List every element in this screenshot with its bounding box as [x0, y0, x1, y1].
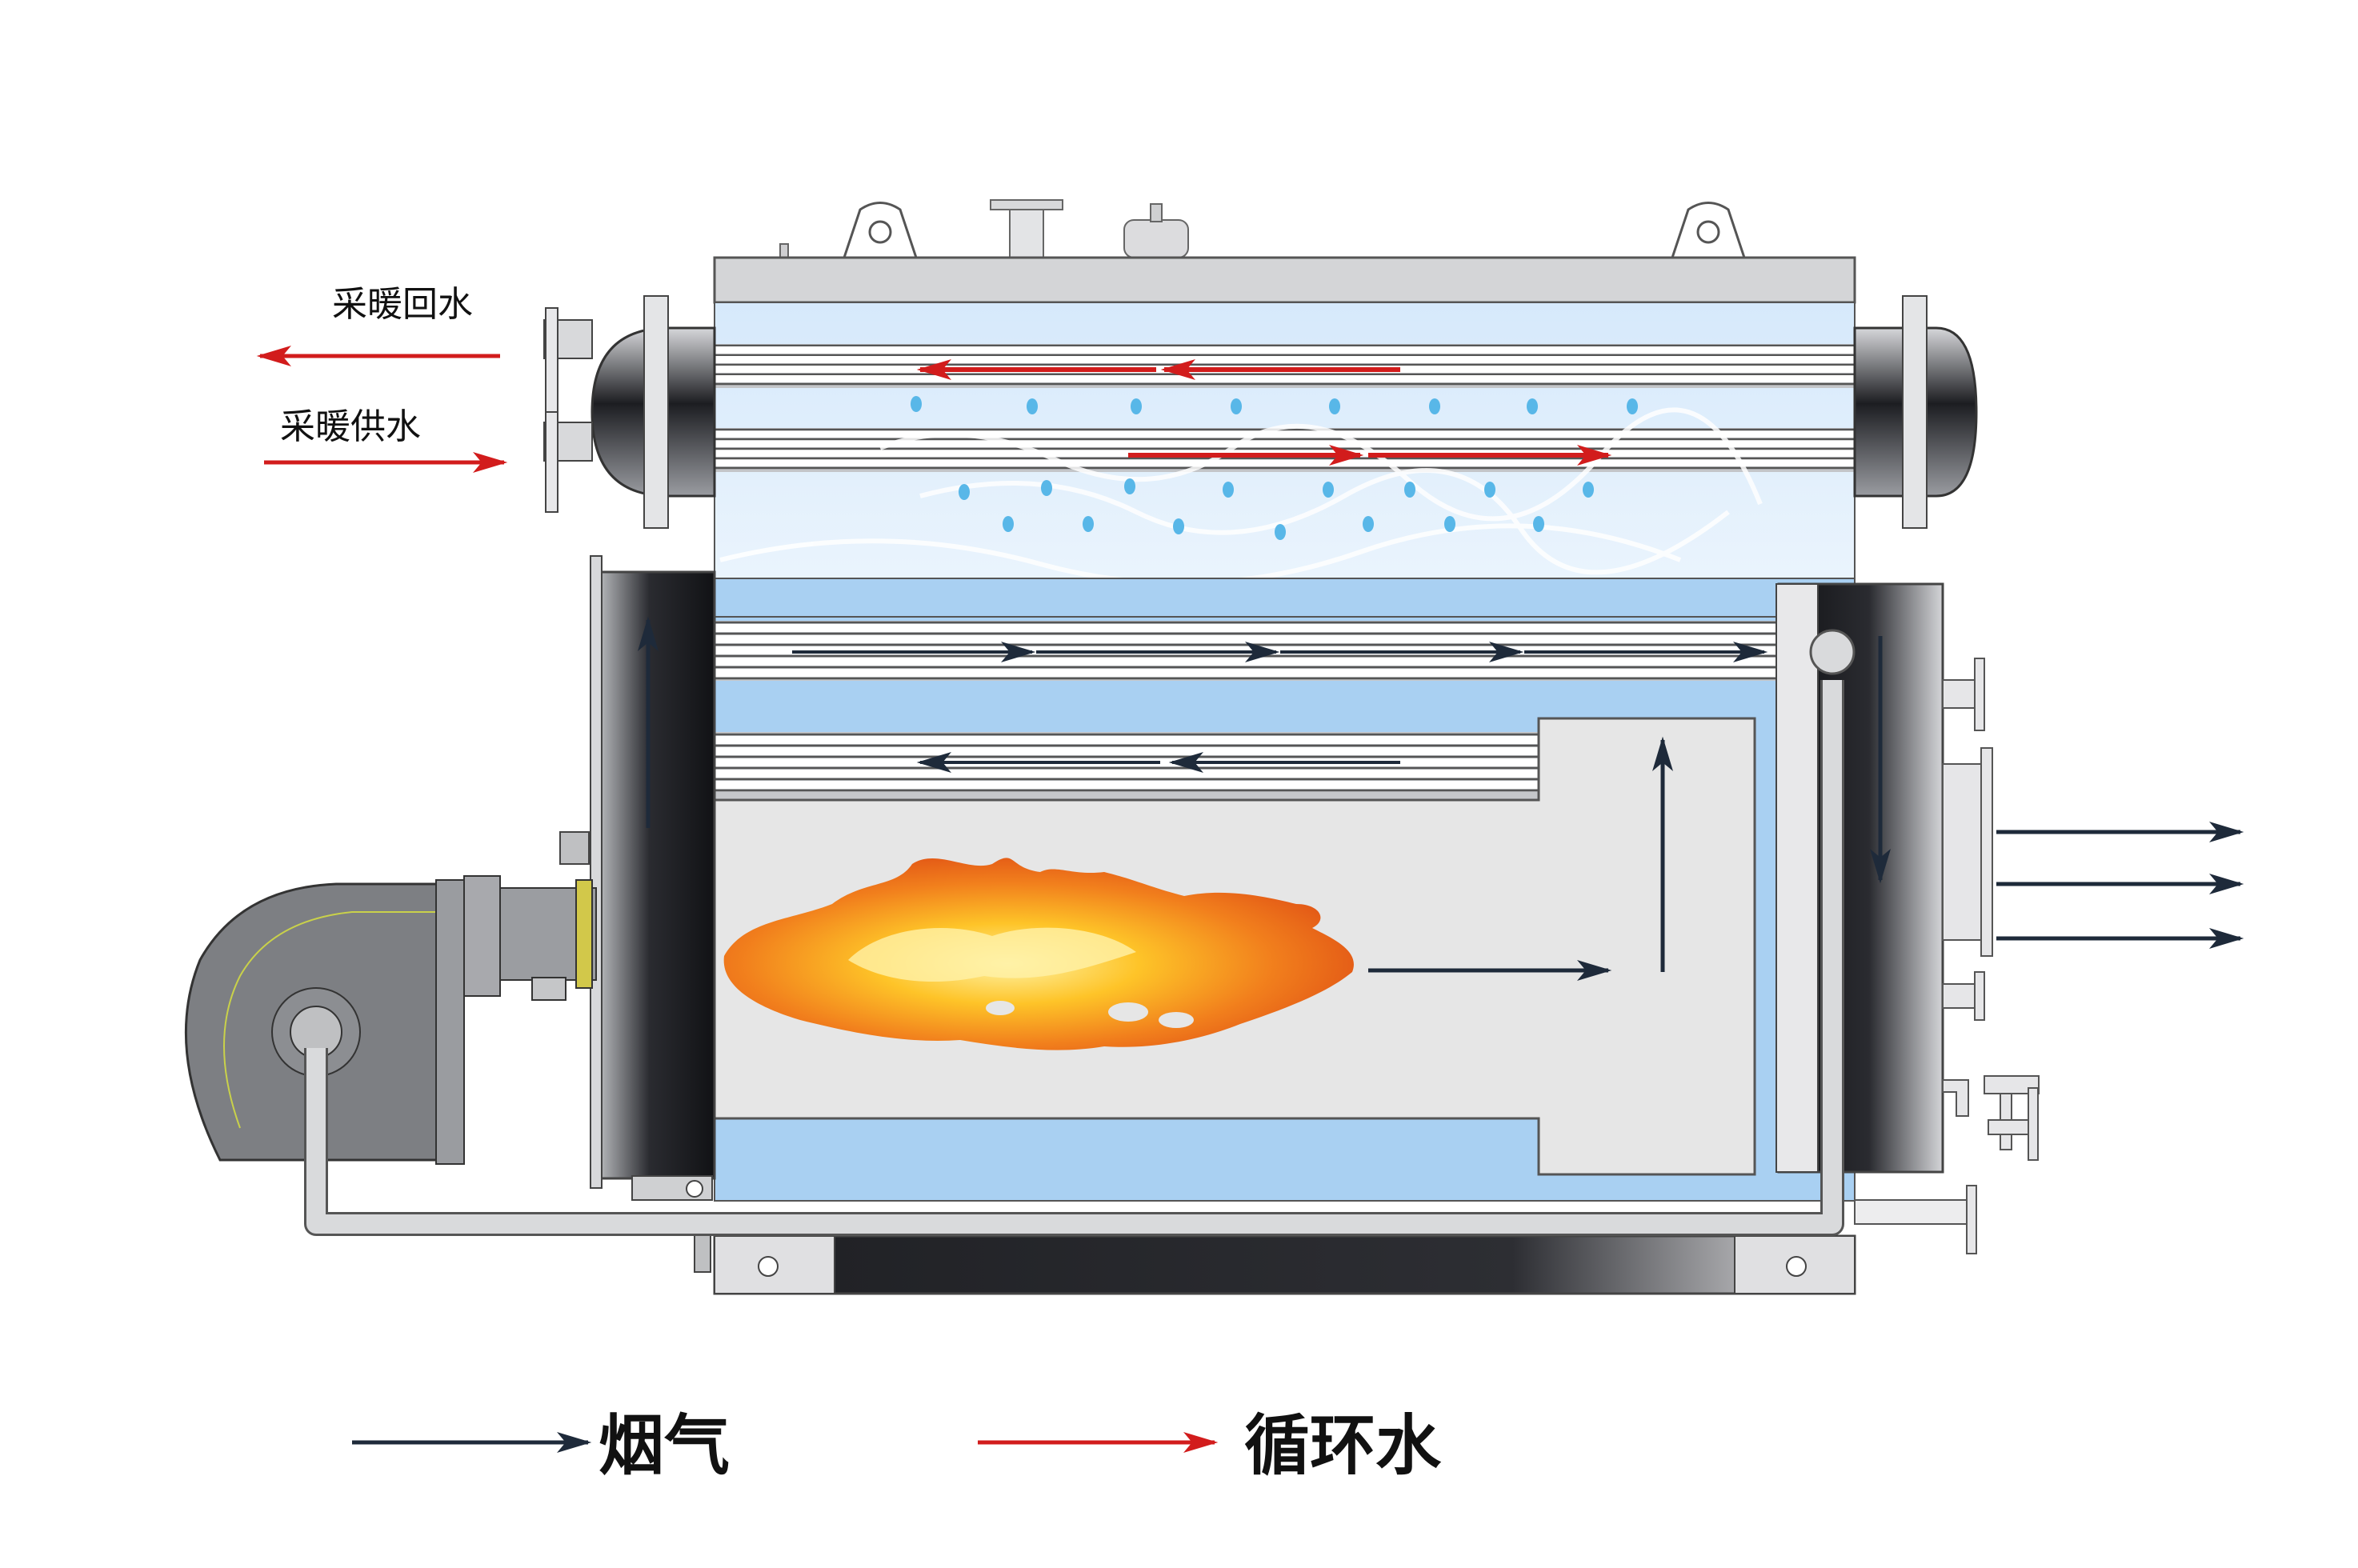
boiler-body	[713, 256, 1856, 1202]
upper-tube-bank-bottom	[715, 428, 1855, 472]
flue-gas-flow-tubes	[792, 642, 1768, 773]
left-header-drum	[543, 295, 716, 529]
rear-nozzles	[1942, 658, 2040, 1161]
convection-tube-bank-lower	[715, 732, 1539, 800]
flame-icon	[723, 858, 1354, 1050]
legend-circulating-water-label: 循环水	[1244, 1408, 1442, 1484]
flue-gas-flow-furnace	[1368, 736, 1673, 981]
legend-flue-gas: 烟气	[352, 1408, 730, 1484]
nozzle-pipe	[990, 199, 1063, 258]
lifting-lug-right	[1670, 202, 1747, 259]
right-header-drum	[1853, 295, 1978, 529]
supply-water-indicator: 采暖供水	[264, 406, 508, 473]
return-water-label: 采暖回水	[332, 284, 473, 325]
upper-tube-bank-top	[715, 344, 1855, 388]
water-droplet-icon	[911, 396, 1638, 540]
boiler-base	[694, 1185, 1977, 1295]
water-droplets	[911, 396, 1638, 540]
rear-smoke-chamber	[1776, 582, 2244, 1174]
legend: 烟气 循环水	[352, 1408, 1442, 1484]
burner	[184, 875, 597, 1165]
legend-flue-gas-label: 烟气	[599, 1408, 730, 1484]
return-water-indicator: 采暖回水	[256, 284, 500, 366]
supply-water-label: 采暖供水	[280, 406, 421, 447]
safety-valve	[1123, 203, 1189, 258]
legend-circulating-water: 循环水	[978, 1408, 1442, 1484]
lifting-lug-left	[842, 202, 919, 259]
circulating-water-flow-upper	[916, 359, 1612, 466]
front-smoke-chamber	[559, 555, 716, 1201]
top-fittings	[779, 199, 1747, 259]
flue-gas-exhaust	[1996, 822, 2244, 949]
